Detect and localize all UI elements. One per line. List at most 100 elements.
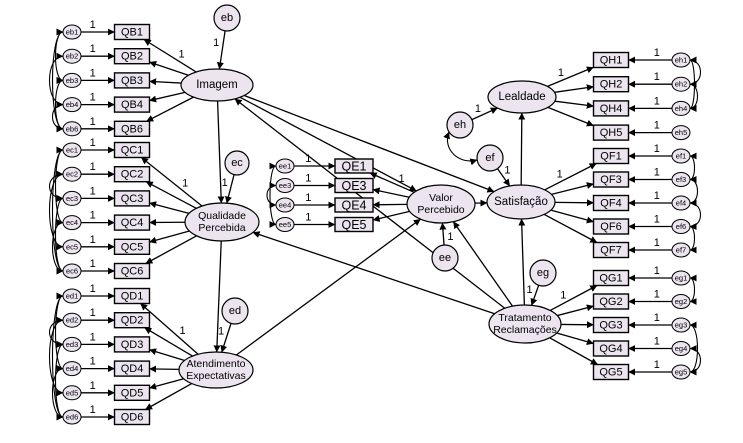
error-eh1-label: eh1 [675, 56, 688, 65]
covariance-ec2-ec3 [48, 170, 64, 202]
fixed-loading-label: 1 [90, 116, 96, 128]
error-eh-label: eh [454, 119, 466, 131]
fixed-loading-label: 1 [90, 210, 96, 222]
error-ee1 [275, 158, 295, 174]
error-ec-path [225, 174, 235, 204]
fixed-loading-label: 1 [90, 283, 96, 295]
fixed-loading-label: 1 [654, 336, 660, 348]
error-eb1 [62, 24, 82, 40]
latent-qualidade-percebida-label: Percebida [198, 222, 245, 234]
indicator-qd2 [113, 312, 151, 329]
error-eb2-label: eb2 [66, 52, 79, 61]
fixed-loading-label: 1 [218, 325, 224, 337]
fixed-loading-label: 1 [654, 312, 660, 324]
error-eh4 [671, 100, 691, 116]
error-ec5-label: ec5 [66, 242, 78, 251]
latent-imagem [180, 68, 254, 102]
indicator-qh1-label: QH1 [600, 55, 623, 67]
indicator-qd1-label: QD1 [121, 291, 144, 303]
indicator-qf4 [592, 194, 630, 212]
covariance-ee1-ee5 [269, 162, 277, 228]
error-ec [224, 150, 250, 176]
error-eb-path [216, 30, 226, 70]
error-ef [476, 144, 504, 172]
covariance-ee3-ee4 [266, 182, 277, 209]
error-ee5 [275, 217, 295, 232]
loading-qg1 [549, 284, 598, 312]
fixed-loading-label: 1 [654, 289, 660, 301]
path-atendimento-valor [235, 218, 421, 356]
path-tratamento-valor [452, 221, 514, 307]
indicator-qg3 [592, 316, 630, 334]
indicator-qd4 [113, 360, 151, 377]
latent-lealdade-label: Lealdade [498, 91, 545, 103]
indicator-qd6 [113, 408, 151, 426]
fixed-loading-label: 1 [305, 212, 311, 224]
indicator-qf7-label: QF7 [600, 245, 621, 257]
loading-qd1 [140, 303, 199, 355]
loading-qg2 [557, 304, 594, 317]
indicator-qc1-label: QC1 [121, 145, 144, 157]
error-eb6-label: eb6 [66, 124, 79, 133]
indicator-qh5-label: QH5 [600, 127, 623, 139]
node-layer [62, 4, 691, 426]
fixed-loading-label: 1 [654, 265, 660, 277]
error-ee [431, 244, 459, 272]
error-eb3-label: eb3 [66, 76, 79, 85]
error-eg2 [671, 294, 691, 309]
indicator-qb2-label: QB2 [121, 51, 143, 63]
error-ec6-label: ec6 [66, 267, 78, 276]
fixed-loading-label: 1 [654, 237, 660, 249]
indicator-qc3 [113, 190, 151, 207]
latent-lealdade [487, 80, 557, 114]
fixed-loading-label: 1 [654, 214, 660, 226]
error-eh2-label: eh2 [675, 80, 688, 89]
fixed-loading-label: 1 [180, 325, 186, 337]
error-ec1-label: ec1 [66, 146, 78, 155]
indicator-qf6 [592, 218, 630, 235]
latent-satisfacao-label: Satisfação [494, 196, 548, 208]
fixed-loading-label: 1 [654, 95, 660, 107]
indicator-qd1 [113, 287, 151, 305]
loading-qf7 [543, 213, 598, 244]
error-eh4-label: eh4 [675, 104, 688, 113]
fixed-loading-label: 1 [90, 185, 96, 197]
covariance-ef3-ef4 [689, 176, 699, 207]
error-eb3 [62, 72, 82, 88]
error-ed1-label: ed1 [66, 292, 79, 301]
error-ee-label: ee [439, 252, 451, 264]
fixed-loading-label: 1 [179, 49, 185, 61]
fixed-loading-label: 1 [90, 43, 96, 55]
indicator-qd6-label: QD6 [121, 412, 144, 424]
indicator-qc3-label: QC3 [121, 193, 144, 205]
indicator-qh2 [592, 75, 630, 93]
loading-qf6 [550, 209, 594, 224]
fixed-loading-label: 1 [654, 359, 660, 371]
indicator-qb1-label: QB1 [121, 27, 143, 39]
indicator-qd2-label: QD2 [121, 315, 144, 327]
fixed-loading-label: 1 [398, 173, 404, 185]
loading-qe1 [369, 172, 415, 193]
fixed-loading-label: 1 [654, 167, 660, 179]
indicator-qg5 [592, 363, 630, 381]
error-ed6 [62, 409, 82, 425]
indicator-qe1 [334, 158, 374, 174]
fixed-loading-label: 1 [90, 380, 96, 392]
latent-atendimento-expectativas-label: Expectativas [186, 370, 246, 382]
loading-qd5 [149, 378, 184, 390]
loading-qc6 [145, 235, 197, 265]
error-ec1 [62, 142, 82, 158]
fixed-loading-label: 1 [305, 153, 311, 165]
loading-qh1 [547, 66, 594, 88]
error-ee1-label: ee1 [279, 162, 292, 171]
error-ef-label: ef [485, 152, 495, 164]
fixed-loading-label: 1 [90, 19, 96, 31]
fixed-loading-label: 1 [90, 258, 96, 270]
indicator-qc1 [113, 141, 151, 159]
indicator-qg5-label: QG5 [599, 367, 622, 379]
loading-qb4 [149, 91, 186, 103]
indicator-qc5 [113, 238, 151, 256]
fixed-loading-label: 1 [90, 161, 96, 173]
error-ec-label: ec [231, 157, 243, 169]
error-eh2 [671, 76, 691, 92]
